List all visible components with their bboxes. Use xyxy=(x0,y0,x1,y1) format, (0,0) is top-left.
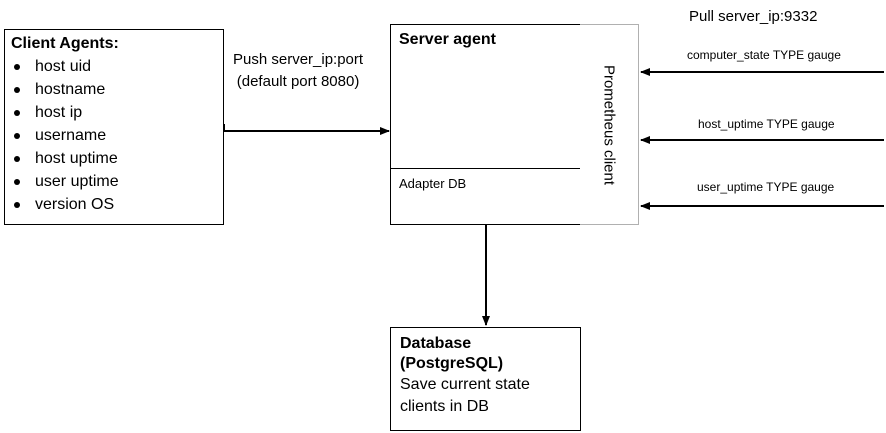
client-agent-field: username xyxy=(11,124,217,147)
metric-label-host-uptime: host_uptime TYPE gauge xyxy=(698,117,835,131)
client-agents-list: host uid hostname host ip username host … xyxy=(11,55,217,216)
metric-label-user-uptime: user_uptime TYPE gauge xyxy=(697,180,835,194)
client-agent-field: hostname xyxy=(11,78,217,101)
database-desc-line1: Save current state xyxy=(400,376,530,393)
client-agent-field: version OS xyxy=(11,193,217,216)
client-agents-title: Client Agents: xyxy=(11,35,119,52)
push-arrow xyxy=(223,124,390,135)
database-title-line2: (PostgreSQL) xyxy=(400,355,504,372)
adapter-db-label: Adapter DB xyxy=(399,176,467,191)
client-agent-field: host ip xyxy=(11,101,217,124)
push-label-line1: Push server_ip:port xyxy=(233,51,364,68)
client-agent-field: host uid xyxy=(11,55,217,78)
database-desc-line2: clients in DB xyxy=(400,398,489,415)
push-label: Push server_ip:port (default port 8080) xyxy=(233,49,363,93)
client-agents-box: Client Agents: host uid hostname host ip… xyxy=(4,29,224,225)
adapter-db-box: Adapter DB xyxy=(390,168,581,225)
server-agent-title: Server agent xyxy=(399,31,496,48)
database-box: Database (PostgreSQL) Save current state… xyxy=(390,327,581,431)
pull-label: Pull server_ip:9332 xyxy=(689,8,818,25)
server-agent-box: Server agent xyxy=(390,24,581,169)
client-agent-field: host uptime xyxy=(11,147,217,170)
push-label-line2: (default port 8080) xyxy=(236,73,360,90)
prometheus-client-label: Prometheus client xyxy=(600,64,618,185)
client-agent-field: user uptime xyxy=(11,170,217,193)
prometheus-client-box: Prometheus client xyxy=(580,24,639,225)
metric-label-computer-state: computer_state TYPE gauge xyxy=(687,48,841,62)
database-title-line1: Database xyxy=(400,335,472,352)
